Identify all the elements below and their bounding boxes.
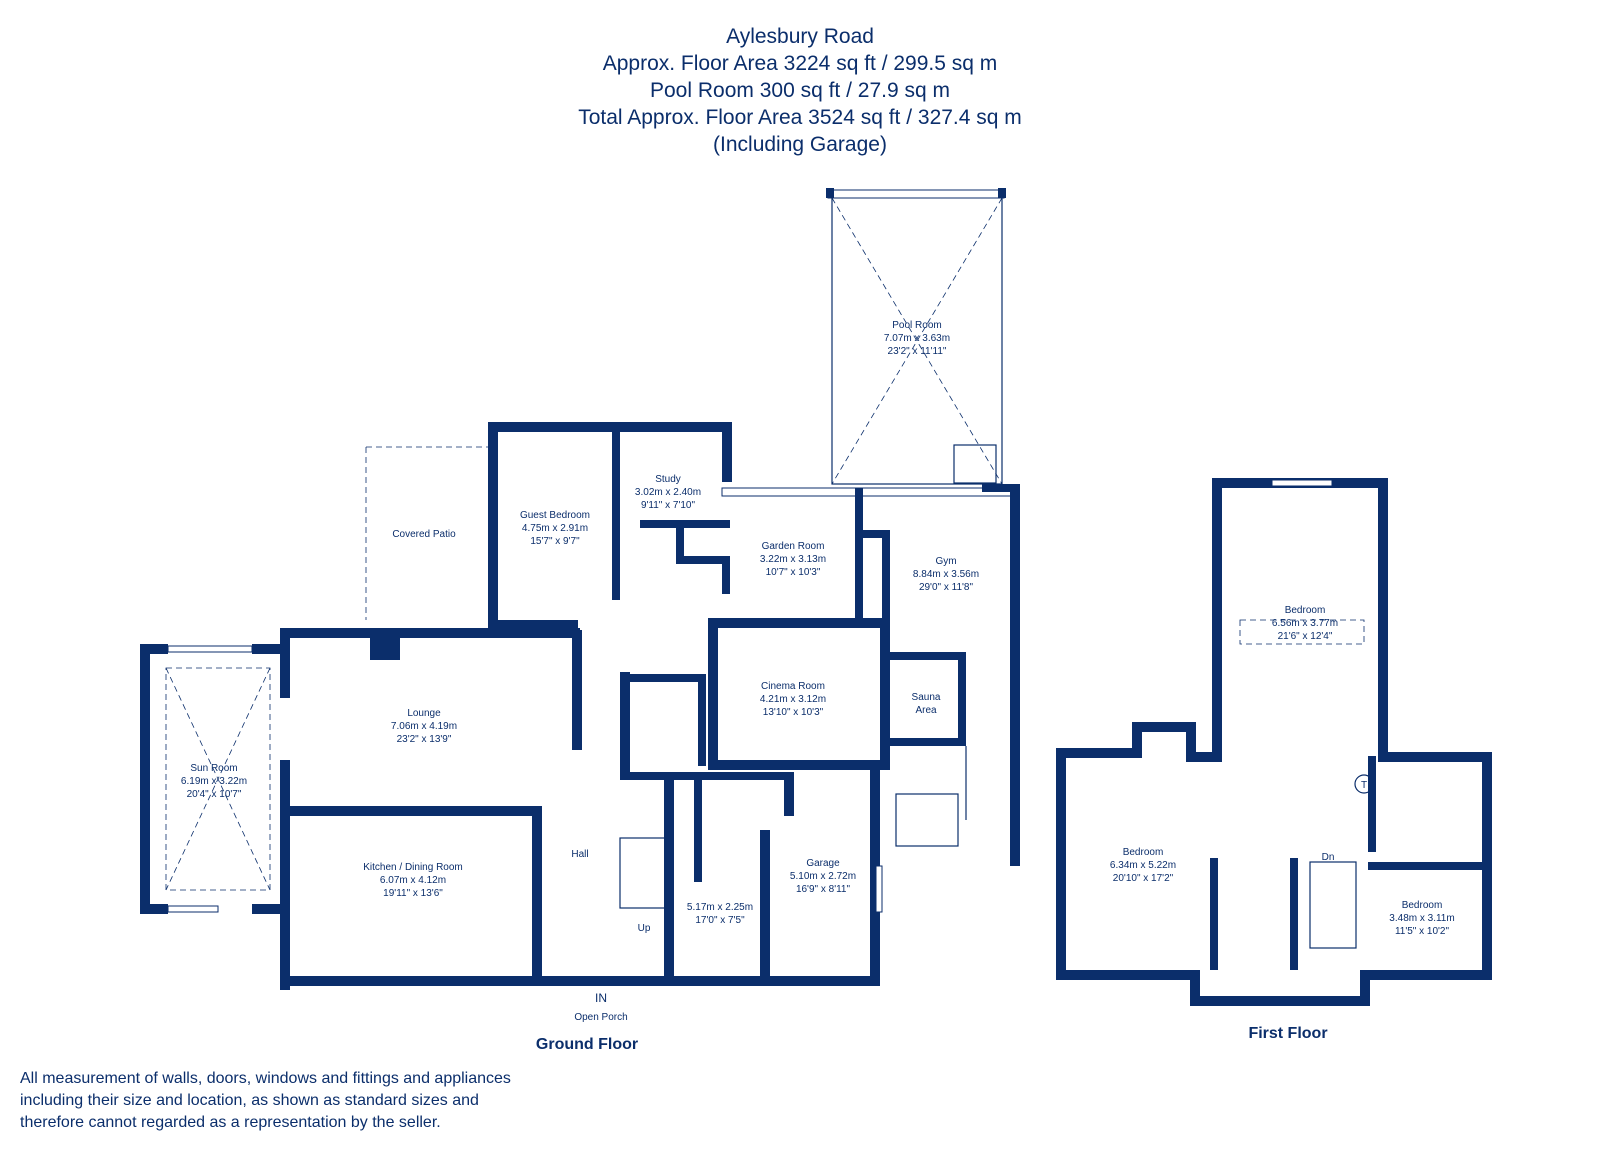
room-bedroom-left: Bedroom 6.34m x 5.22m 20'10" x 17'2" (1110, 847, 1176, 884)
room-lounge: Lounge 7.06m x 4.19m 23'2" x 13'9" (391, 708, 457, 745)
header-floor-area: Approx. Floor Area 3224 sq ft / 299.5 sq… (603, 52, 998, 75)
svg-text:Cinema Room: Cinema Room (761, 681, 825, 692)
room-sauna-area: Sauna Area (912, 692, 941, 716)
svg-text:Gym: Gym (935, 556, 956, 567)
svg-text:7.07m x 3.63m: 7.07m x 3.63m (884, 333, 950, 344)
ground-floor-labels: Pool Room 7.07m x 3.63m 23'2" x 11'11" C… (181, 320, 979, 1053)
entrance-label: IN (595, 991, 607, 1005)
svg-text:3.22m x 3.13m: 3.22m x 3.13m (760, 554, 826, 565)
svg-text:Study: Study (655, 474, 681, 485)
svg-text:therefore cannot regarded as a: therefore cannot regarded as a represent… (20, 1114, 441, 1131)
svg-text:4.21m x 3.12m: 4.21m x 3.12m (760, 694, 826, 705)
svg-text:11'5" x 10'2": 11'5" x 10'2" (1395, 926, 1450, 937)
svg-text:21'6" x 12'4": 21'6" x 12'4" (1278, 631, 1333, 642)
svg-text:5.10m x 2.72m: 5.10m x 2.72m (790, 871, 856, 882)
svg-text:Bedroom: Bedroom (1402, 900, 1443, 911)
svg-text:Pool Room: Pool Room (892, 320, 941, 331)
svg-text:3.02m x 2.40m: 3.02m x 2.40m (635, 487, 701, 498)
room-garage: Garage 5.10m x 2.72m 16'9" x 8'11" (790, 858, 856, 895)
disclaimer: All measurement of walls, doors, windows… (20, 1070, 511, 1131)
svg-text:Hall: Hall (571, 849, 588, 860)
svg-text:Bedroom: Bedroom (1123, 847, 1164, 858)
room-bedroom-top: Bedroom 6.56m x 3.77m 21'6" x 12'4" (1272, 605, 1338, 642)
ground-floor-walls (140, 188, 1020, 990)
svg-text:Sun Room: Sun Room (190, 763, 237, 774)
svg-text:Sauna: Sauna (912, 692, 941, 703)
svg-text:6.34m x 5.22m: 6.34m x 5.22m (1110, 860, 1176, 871)
svg-text:16'9" x 8'11": 16'9" x 8'11" (796, 884, 851, 895)
svg-text:20'4" x 10'7": 20'4" x 10'7" (187, 789, 242, 800)
svg-text:19'11" x 13'6": 19'11" x 13'6" (383, 888, 443, 899)
header-including-garage: (Including Garage) (713, 133, 887, 156)
svg-text:23'2" x 11'11": 23'2" x 11'11" (888, 346, 947, 357)
room-covered-patio: Covered Patio (392, 529, 456, 540)
svg-text:20'10" x 17'2": 20'10" x 17'2" (1113, 873, 1174, 884)
svg-text:Kitchen / Dining Room: Kitchen / Dining Room (363, 862, 463, 873)
svg-text:Garden Room: Garden Room (762, 541, 825, 552)
svg-text:All measurement of walls, door: All measurement of walls, doors, windows… (20, 1070, 511, 1087)
svg-text:5.17m x 2.25m: 5.17m x 2.25m (687, 902, 753, 913)
room-bedroom-right: Bedroom 3.48m x 3.11m 11'5" x 10'2" (1389, 900, 1454, 937)
room-hall: Hall (571, 849, 588, 860)
svg-text:Lounge: Lounge (407, 708, 441, 719)
svg-text:6.56m x 3.77m: 6.56m x 3.77m (1272, 618, 1338, 629)
room-gym: Gym 8.84m x 3.56m 29'0" x 11'8" (913, 556, 979, 593)
room-kitchen-dining: Kitchen / Dining Room 6.07m x 4.12m 19'1… (363, 862, 463, 899)
svg-text:6.19m x 3.22m: 6.19m x 3.22m (181, 776, 247, 787)
svg-text:23'2" x 13'9": 23'2" x 13'9" (397, 734, 452, 745)
room-sun-room: Sun Room 6.19m x 3.22m 20'4" x 10'7" (181, 763, 247, 800)
first-floor-title: First Floor (1248, 1025, 1327, 1042)
svg-text:6.07m x 4.12m: 6.07m x 4.12m (380, 875, 446, 886)
header-pool-area: Pool Room 300 sq ft / 27.9 sq m (650, 79, 950, 102)
room-cinema-room: Cinema Room 4.21m x 3.12m 13'10" x 10'3" (760, 681, 826, 718)
header-total-area: Total Approx. Floor Area 3524 sq ft / 32… (578, 106, 1022, 129)
svg-text:Guest Bedroom: Guest Bedroom (520, 510, 590, 521)
svg-text:29'0" x 11'8": 29'0" x 11'8" (919, 582, 974, 593)
room-guest-bedroom: Guest Bedroom 4.75m x 2.91m 15'7" x 9'7" (520, 510, 590, 547)
svg-text:8.84m x 3.56m: 8.84m x 3.56m (913, 569, 979, 580)
svg-text:9'11" x 7'10": 9'11" x 7'10" (641, 500, 696, 511)
first-floor-labels: Bedroom 6.56m x 3.77m 21'6" x 12'4" Bedr… (1110, 605, 1455, 1042)
header-title: Aylesbury Road (726, 25, 874, 48)
svg-text:including their size and locat: including their size and location, as sh… (20, 1092, 479, 1109)
svg-text:4.75m x 2.91m: 4.75m x 2.91m (522, 523, 588, 534)
room-garden-room: Garden Room 3.22m x 3.13m 10'7" x 10'3" (760, 541, 826, 578)
room-pool-room: Pool Room 7.07m x 3.63m 23'2" x 11'11" (884, 320, 950, 357)
room-utility: 5.17m x 2.25m 17'0" x 7'5" (687, 902, 753, 926)
svg-text:Covered Patio: Covered Patio (392, 529, 456, 540)
stairs-up-label: Up (638, 923, 651, 934)
open-porch-label: Open Porch (574, 1012, 627, 1023)
svg-text:17'0" x 7'5": 17'0" x 7'5" (695, 915, 745, 926)
svg-text:7.06m x 4.19m: 7.06m x 4.19m (391, 721, 457, 732)
svg-text:13'10" x 10'3": 13'10" x 10'3" (763, 707, 824, 718)
tank-label: T (1361, 780, 1367, 791)
svg-text:10'7" x 10'3": 10'7" x 10'3" (766, 567, 821, 578)
ground-floor-title: Ground Floor (536, 1036, 638, 1053)
svg-text:Garage: Garage (806, 858, 840, 869)
stairs-down-label: Dn (1322, 852, 1335, 863)
svg-text:3.48m x 3.11m: 3.48m x 3.11m (1389, 913, 1454, 924)
tank-icon (1354, 774, 1374, 794)
svg-text:Bedroom: Bedroom (1285, 605, 1326, 616)
room-study: Study 3.02m x 2.40m 9'11" x 7'10" (635, 474, 701, 511)
svg-text:Area: Area (915, 705, 937, 716)
header: Aylesbury Road Approx. Floor Area 3224 s… (578, 25, 1022, 156)
first-floor-walls (1056, 478, 1492, 1006)
svg-text:15'7" x 9'7": 15'7" x 9'7" (530, 536, 580, 547)
